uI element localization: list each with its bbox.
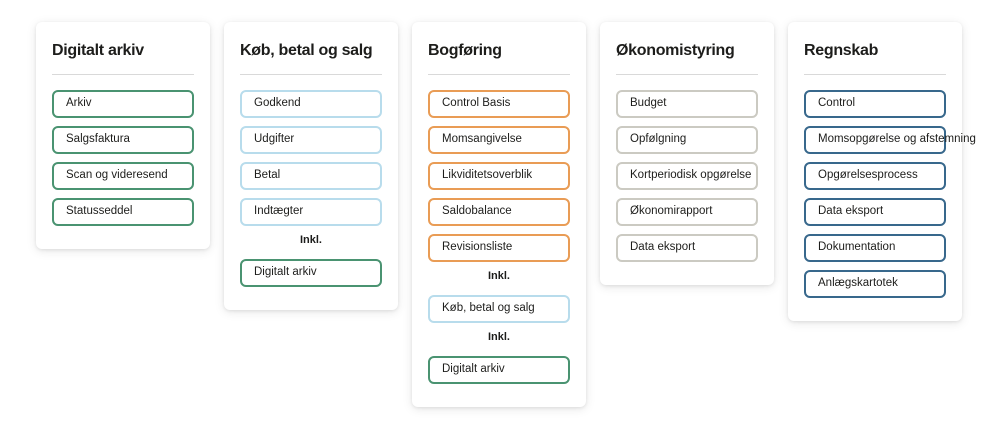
pill-label: Momsopgørelse og afstemning bbox=[818, 133, 976, 146]
pill-label: Udgifter bbox=[254, 133, 295, 146]
divider bbox=[616, 74, 758, 75]
pill-label: Budget bbox=[630, 97, 667, 110]
pill-button-momsangivelse[interactable]: Momsangivelse bbox=[428, 126, 570, 154]
pill-label: Likviditetsoverblik bbox=[442, 169, 533, 182]
divider bbox=[428, 74, 570, 75]
pill-label: Arkiv bbox=[66, 97, 92, 110]
pill-label: Anlægskartotek bbox=[818, 277, 898, 290]
pill-label: Køb, betal og salg bbox=[442, 302, 535, 315]
pill-button-data-eksport[interactable]: Data eksport bbox=[804, 198, 946, 226]
pill-label: Saldobalance bbox=[442, 205, 512, 218]
includes-label: Inkl. bbox=[299, 234, 322, 246]
pill-button-okonomirapport[interactable]: Økonomirapport bbox=[616, 198, 758, 226]
pill-button-dokumentation[interactable]: Dokumentation bbox=[804, 234, 946, 262]
pill-label: Revisionsliste bbox=[442, 241, 513, 254]
pill-label: Dokumentation bbox=[818, 241, 896, 254]
pill-label: Kortperiodisk opgørelse bbox=[630, 169, 752, 182]
divider bbox=[240, 74, 382, 75]
pill-button-opgorelsesprocess[interactable]: Opgørelsesprocess bbox=[804, 162, 946, 190]
pill-button-opfolgning[interactable]: Opfølgning bbox=[616, 126, 758, 154]
pill-button-salgsfaktura[interactable]: Salgsfaktura bbox=[52, 126, 194, 154]
pill-button-momsopgorelse-og-afstemning[interactable]: Momsopgørelse og afstemning bbox=[804, 126, 976, 154]
pill-label: Digitalt arkiv bbox=[254, 266, 317, 279]
pill-button-digitalt-arkiv[interactable]: Digitalt arkiv bbox=[428, 356, 570, 384]
pill-label: Økonomirapport bbox=[630, 205, 713, 218]
pill-button-arkiv[interactable]: Arkiv bbox=[52, 90, 194, 118]
pill-button-kortperiodisk-opgorelse[interactable]: Kortperiodisk opgørelse bbox=[616, 162, 758, 190]
pill-label: Scan og videresend bbox=[66, 169, 168, 182]
pill-label: Data eksport bbox=[818, 205, 884, 218]
pill-button-statusseddel[interactable]: Statusseddel bbox=[52, 198, 194, 226]
pill-label: Digitalt arkiv bbox=[442, 363, 505, 376]
pill-button-indtaegter[interactable]: Indtægter bbox=[240, 198, 382, 226]
divider bbox=[804, 74, 946, 75]
pill-label: Betal bbox=[254, 169, 281, 182]
includes-label: Inkl. bbox=[487, 331, 510, 343]
pill-button-anlaegskartotek[interactable]: Anlægskartotek bbox=[804, 270, 946, 298]
pill-button-kob-betal-og-salg[interactable]: Køb, betal og salg bbox=[428, 295, 570, 323]
pill-button-control-basis[interactable]: Control Basis bbox=[428, 90, 570, 118]
pill-button-saldobalance[interactable]: Saldobalance bbox=[428, 198, 570, 226]
pill-button-godkend[interactable]: Godkend bbox=[240, 90, 382, 118]
pill-label: Statusseddel bbox=[66, 205, 133, 218]
divider bbox=[52, 74, 194, 75]
card-title: Digitalt arkiv bbox=[52, 42, 144, 59]
pill-label: Control Basis bbox=[442, 97, 511, 110]
pill-button-likviditetsoverblik[interactable]: Likviditetsoverblik bbox=[428, 162, 570, 190]
pill-button-control[interactable]: Control bbox=[804, 90, 946, 118]
pill-button-udgifter[interactable]: Udgifter bbox=[240, 126, 382, 154]
includes-label: Inkl. bbox=[487, 270, 510, 282]
pill-button-digitalt-arkiv[interactable]: Digitalt arkiv bbox=[240, 259, 382, 287]
pill-label: Control bbox=[818, 97, 856, 110]
card-title: Økonomistyring bbox=[616, 42, 735, 59]
card-title: Køb, betal og salg bbox=[240, 42, 373, 59]
pill-button-budget[interactable]: Budget bbox=[616, 90, 758, 118]
pill-label: Momsangivelse bbox=[442, 133, 522, 146]
pill-label: Salgsfaktura bbox=[66, 133, 130, 146]
pill-label: Data eksport bbox=[630, 241, 696, 254]
pill-label: Opgørelsesprocess bbox=[818, 169, 918, 182]
pill-label: Opfølgning bbox=[630, 133, 687, 146]
pill-button-revisionsliste[interactable]: Revisionsliste bbox=[428, 234, 570, 262]
card-title: Bogføring bbox=[428, 42, 502, 59]
pill-button-betal[interactable]: Betal bbox=[240, 162, 382, 190]
pill-button-data-eksport[interactable]: Data eksport bbox=[616, 234, 758, 262]
card-title: Regnskab bbox=[804, 42, 879, 59]
pill-label: Godkend bbox=[254, 97, 301, 110]
pill-button-scan-og-videresend[interactable]: Scan og videresend bbox=[52, 162, 194, 190]
pill-label: Indtægter bbox=[254, 205, 304, 218]
